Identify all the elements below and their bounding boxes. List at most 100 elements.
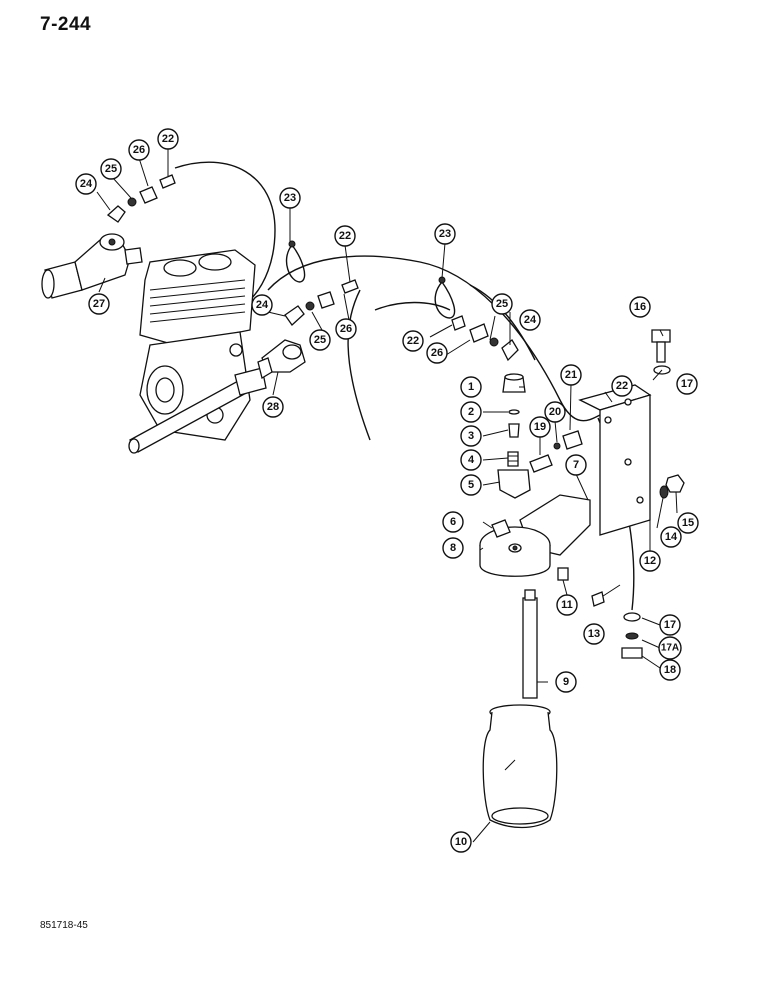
callout-24: 24 bbox=[519, 309, 541, 331]
callout-16: 16 bbox=[629, 296, 651, 318]
callout-10: 10 bbox=[450, 831, 472, 853]
callout-22: 22 bbox=[157, 128, 179, 150]
svg-text:23: 23 bbox=[284, 192, 296, 204]
svg-text:26: 26 bbox=[133, 144, 145, 156]
svg-text:26: 26 bbox=[340, 323, 352, 335]
svg-text:13: 13 bbox=[588, 628, 600, 640]
callout-22: 22 bbox=[402, 330, 424, 352]
inlet-fitting bbox=[257, 339, 306, 380]
callout-15: 15 bbox=[677, 512, 699, 534]
svg-text:27: 27 bbox=[93, 298, 105, 310]
svg-text:22: 22 bbox=[616, 380, 628, 392]
bolt-16 bbox=[651, 329, 671, 375]
callout-27: 27 bbox=[88, 293, 110, 315]
svg-text:20: 20 bbox=[549, 406, 561, 418]
callout-13: 13 bbox=[583, 623, 605, 645]
svg-text:14: 14 bbox=[665, 531, 678, 543]
svg-text:28: 28 bbox=[267, 401, 279, 413]
outlet-elbow bbox=[41, 233, 143, 299]
svg-text:24: 24 bbox=[80, 178, 93, 190]
callout-8: 8 bbox=[442, 537, 464, 559]
callout-28: 28 bbox=[262, 396, 284, 418]
svg-text:12: 12 bbox=[644, 555, 656, 567]
valve-stack bbox=[497, 373, 531, 499]
callout-11: 11 bbox=[556, 594, 578, 616]
callout-6: 6 bbox=[442, 511, 464, 533]
callout-23: 23 bbox=[279, 187, 301, 209]
svg-text:22: 22 bbox=[407, 335, 419, 347]
svg-text:16: 16 bbox=[634, 301, 646, 313]
page-number: 7-244 bbox=[40, 14, 92, 35]
callout-26: 26 bbox=[426, 342, 448, 364]
callout-22: 22 bbox=[334, 225, 356, 247]
svg-text:8: 8 bbox=[450, 542, 456, 554]
svg-text:9: 9 bbox=[563, 676, 569, 688]
callout-26: 26 bbox=[128, 139, 150, 161]
svg-text:1: 1 bbox=[468, 381, 474, 393]
callout-2: 2 bbox=[460, 401, 482, 423]
svg-text:24: 24 bbox=[524, 314, 537, 326]
svg-text:21: 21 bbox=[565, 369, 577, 381]
svg-text:18: 18 bbox=[664, 664, 676, 676]
hose-clamp-right bbox=[434, 276, 456, 319]
svg-text:25: 25 bbox=[314, 334, 326, 346]
svg-text:11: 11 bbox=[561, 599, 573, 611]
bracket-fittings bbox=[529, 430, 583, 473]
callout-25: 25 bbox=[491, 293, 513, 315]
svg-text:7: 7 bbox=[573, 459, 579, 471]
callout-23: 23 bbox=[434, 223, 456, 245]
callout-18: 18 bbox=[659, 659, 681, 681]
svg-text:2: 2 bbox=[468, 406, 474, 418]
nut-washer-14-15 bbox=[659, 474, 685, 499]
callout-9: 9 bbox=[555, 671, 577, 693]
head-fitting-group bbox=[106, 174, 176, 223]
svg-text:24: 24 bbox=[256, 299, 269, 311]
callout-4: 4 bbox=[460, 449, 482, 471]
svg-text:17: 17 bbox=[664, 619, 676, 631]
svg-text:23: 23 bbox=[439, 228, 451, 240]
svg-text:3: 3 bbox=[468, 430, 474, 442]
svg-text:22: 22 bbox=[339, 230, 351, 242]
callout-3: 3 bbox=[460, 425, 482, 447]
callout-17: 17 bbox=[659, 614, 681, 636]
svg-text:26: 26 bbox=[431, 347, 443, 359]
callout-17A: 17A bbox=[658, 636, 682, 660]
svg-text:22: 22 bbox=[162, 133, 174, 145]
svg-text:25: 25 bbox=[105, 163, 117, 175]
callout-7: 7 bbox=[565, 454, 587, 476]
callout-17: 17 bbox=[676, 373, 698, 395]
hose-clamp-left bbox=[285, 240, 306, 283]
filter-head bbox=[479, 494, 591, 577]
filter-jar bbox=[482, 704, 558, 829]
callout-26: 26 bbox=[335, 318, 357, 340]
leader-lines bbox=[96, 148, 678, 843]
callout-25: 25 bbox=[100, 158, 122, 180]
svg-text:4: 4 bbox=[468, 454, 475, 466]
svg-text:25: 25 bbox=[496, 298, 508, 310]
svg-text:17: 17 bbox=[681, 378, 693, 390]
callout-25: 25 bbox=[309, 329, 331, 351]
callout-24: 24 bbox=[75, 173, 97, 195]
svg-text:5: 5 bbox=[468, 479, 474, 491]
fitting-11 bbox=[557, 567, 569, 581]
dip-tube bbox=[522, 589, 538, 699]
svg-text:6: 6 bbox=[450, 516, 456, 528]
callout-20: 20 bbox=[544, 401, 566, 423]
air-compressor bbox=[128, 249, 267, 454]
figure-code: 851718-45 bbox=[40, 920, 88, 931]
callout-22: 22 bbox=[611, 375, 633, 397]
callout-1: 1 bbox=[460, 376, 482, 398]
lower-hardware bbox=[621, 612, 643, 659]
callout-5: 5 bbox=[460, 474, 482, 496]
cylinder-fins bbox=[149, 279, 246, 323]
bolt-13 bbox=[591, 584, 621, 607]
middle-fitting-group bbox=[284, 279, 359, 326]
svg-text:17A: 17A bbox=[661, 643, 679, 654]
callout-14: 14 bbox=[660, 526, 682, 548]
svg-text:19: 19 bbox=[534, 421, 546, 433]
right-fitting-group bbox=[451, 315, 519, 362]
hose-lines bbox=[174, 161, 635, 611]
svg-text:15: 15 bbox=[682, 517, 694, 529]
callout-21: 21 bbox=[560, 364, 582, 386]
